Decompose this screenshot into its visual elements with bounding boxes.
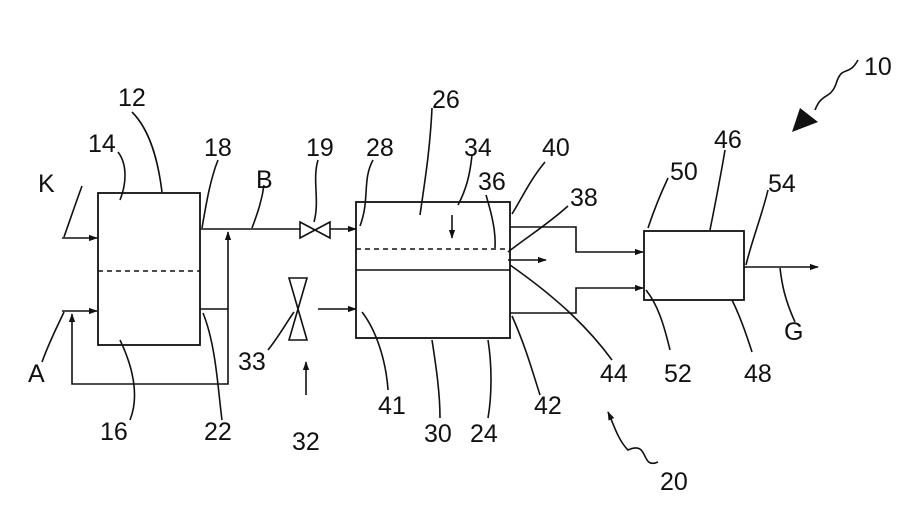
valve-19 <box>300 222 330 238</box>
label-19: 19 <box>306 134 334 162</box>
label-A: A <box>28 360 45 388</box>
leader-18 <box>202 160 218 228</box>
assembly-20-arrow <box>608 412 658 463</box>
leader-K <box>64 186 82 237</box>
label-14: 14 <box>88 130 116 158</box>
leader-16 <box>120 340 135 420</box>
label-32: 32 <box>292 428 320 456</box>
leader-26 <box>420 108 432 215</box>
label-30: 30 <box>424 420 452 448</box>
leader-A <box>42 312 64 362</box>
unit-46-box <box>644 231 744 300</box>
label-36: 36 <box>478 168 506 196</box>
label-54: 54 <box>768 170 796 198</box>
leader-40 <box>512 162 545 214</box>
leader-19 <box>314 160 318 222</box>
label-26: 26 <box>432 86 460 114</box>
leader-12 <box>132 112 162 192</box>
label-48: 48 <box>744 360 772 388</box>
fan-33 <box>289 278 307 340</box>
leader-48 <box>732 300 752 352</box>
label-33: 33 <box>238 348 266 376</box>
leader-42 <box>512 316 540 395</box>
leader-46 <box>710 150 725 230</box>
leader-33 <box>268 312 294 350</box>
unit-12-box <box>98 193 200 345</box>
label-50: 50 <box>670 158 698 186</box>
leader-38 <box>508 206 568 252</box>
label-28: 28 <box>366 134 394 162</box>
label-46: 46 <box>714 126 742 154</box>
label-52: 52 <box>664 360 692 388</box>
lower-duct <box>510 288 643 313</box>
label-20: 20 <box>660 468 688 496</box>
label-16: 16 <box>100 418 128 446</box>
label-10: 10 <box>864 53 892 81</box>
label-22: 22 <box>204 418 232 446</box>
label-K: K <box>38 170 55 198</box>
label-44: 44 <box>600 360 628 388</box>
leader-G <box>780 268 795 322</box>
label-24: 24 <box>470 420 498 448</box>
label-18: 18 <box>204 134 232 162</box>
leader-22 <box>203 313 222 420</box>
upper-duct <box>510 227 643 252</box>
label-42: 42 <box>534 392 562 420</box>
system-10-arrowhead <box>792 108 818 132</box>
label-41: 41 <box>378 392 406 420</box>
leader-34 <box>458 155 472 205</box>
label-12: 12 <box>118 84 146 112</box>
leader-54 <box>746 190 768 265</box>
leader-30 <box>432 340 440 418</box>
label-40: 40 <box>542 134 570 162</box>
leader-50 <box>648 178 668 228</box>
leader-24 <box>488 340 491 418</box>
system-10-wave <box>815 60 858 110</box>
label-B: B <box>256 166 273 194</box>
label-38: 38 <box>570 184 598 212</box>
label-34: 34 <box>464 134 492 162</box>
label-G: G <box>784 318 803 346</box>
